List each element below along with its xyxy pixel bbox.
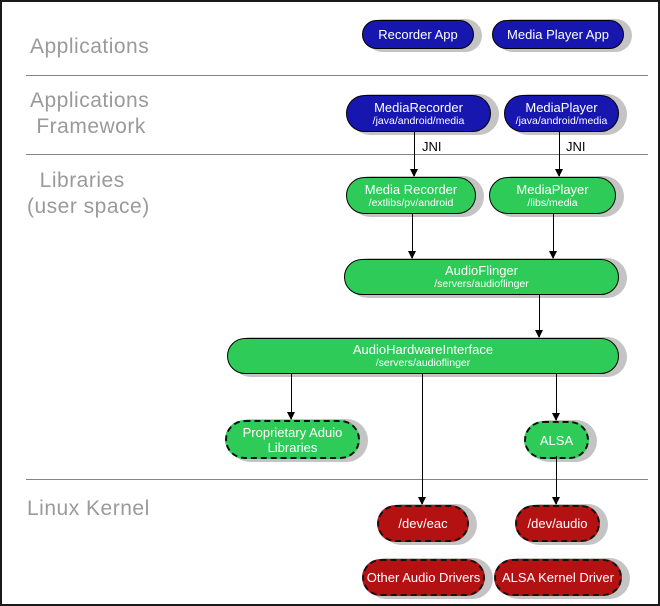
arrow-mediarecorder-to-library <box>410 132 419 177</box>
layer-label-line: Framework <box>30 115 146 138</box>
layer-label-applications: Applications <box>30 35 150 58</box>
node-subtitle: /extlibs/pv/android <box>368 196 454 209</box>
arrow-ahi-to-alsa <box>552 373 561 421</box>
edge-label-jni-right: JNI <box>566 139 586 154</box>
arrow-ahi-to-proprietary <box>287 373 296 420</box>
node-title: MediaPlayer <box>516 181 589 197</box>
node-dev-audio: /dev/audio <box>515 505 600 542</box>
node-title: AudioFlinger <box>445 263 518 278</box>
node-mediaplayer-library: MediaPlayer /libs/media <box>489 177 616 214</box>
node-recorder-app: Recorder App <box>362 20 474 49</box>
arrow-mediarecorderlib-to-audioflinger <box>408 214 417 259</box>
node-media-recorder-library: Media Recorder /extlibs/pv/android <box>346 177 476 214</box>
layer-divider <box>26 154 648 155</box>
node-title: /dev/eac <box>398 516 448 531</box>
node-proprietary-audio-libraries: Proprietary Aduio Libraries <box>225 420 360 459</box>
node-title: Proprietary Aduio <box>242 424 343 440</box>
node-mediarecorder-framework: MediaRecorder /java/android/media <box>346 95 491 132</box>
node-alsa-kernel-driver: ALSA Kernel Driver <box>494 559 622 596</box>
node-title: Media Player App <box>507 27 609 42</box>
node-title: Recorder App <box>378 27 458 42</box>
arrow-mediaplayer-to-library <box>555 132 564 177</box>
node-subtitle: /java/android/media <box>372 114 465 127</box>
layer-divider <box>26 479 648 480</box>
node-subtitle: /java/android/media <box>515 114 608 127</box>
edge-label-jni-left: JNI <box>422 139 442 154</box>
arrow-mediaplayerlib-to-audioflinger <box>549 214 558 259</box>
node-title: /dev/audio <box>527 516 588 531</box>
layer-label-line: (user space) <box>27 195 150 218</box>
node-mediaplayer-framework: MediaPlayer /java/android/media <box>504 95 619 132</box>
node-dev-eac: /dev/eac <box>377 505 469 542</box>
arrow-ahi-to-dev-eac <box>418 373 427 505</box>
node-subtitle: /servers/audioflinger <box>434 278 529 290</box>
arrow-audioflinger-to-ahi <box>535 294 544 338</box>
node-other-audio-drivers: Other Audio Drivers <box>362 559 485 596</box>
node-title: AudioHardwareInterface <box>352 342 494 357</box>
node-title: MediaRecorder <box>374 99 463 115</box>
node-media-player-app: Media Player App <box>492 20 624 49</box>
node-title: Media Recorder <box>364 181 458 197</box>
node-title: ALSA Kernel Driver <box>502 570 614 585</box>
node-audio-hardware-interface: AudioHardwareInterface /servers/audiofli… <box>227 338 619 374</box>
layer-label-applications-framework: Applications Framework <box>30 88 149 140</box>
layer-label-linux-kernel: Linux Kernel <box>27 497 150 520</box>
node-title: ALSA <box>539 432 574 448</box>
node-subtitle: /servers/audioflinger <box>375 357 471 369</box>
layer-label-line: Libraries <box>27 169 125 192</box>
node-audioflinger: AudioFlinger /servers/audioflinger <box>344 259 619 295</box>
node-alsa: ALSA <box>524 421 589 459</box>
node-title: MediaPlayer <box>525 99 598 115</box>
node-title-line2: Libraries <box>267 439 318 455</box>
layer-label-libraries: Libraries (user space) <box>27 168 150 220</box>
node-subtitle: /libs/media <box>527 196 578 209</box>
layer-label-line: Applications <box>30 89 150 112</box>
node-title: Other Audio Drivers <box>366 570 481 585</box>
arrow-alsa-to-dev-audio <box>552 456 561 505</box>
layer-divider <box>26 75 648 76</box>
